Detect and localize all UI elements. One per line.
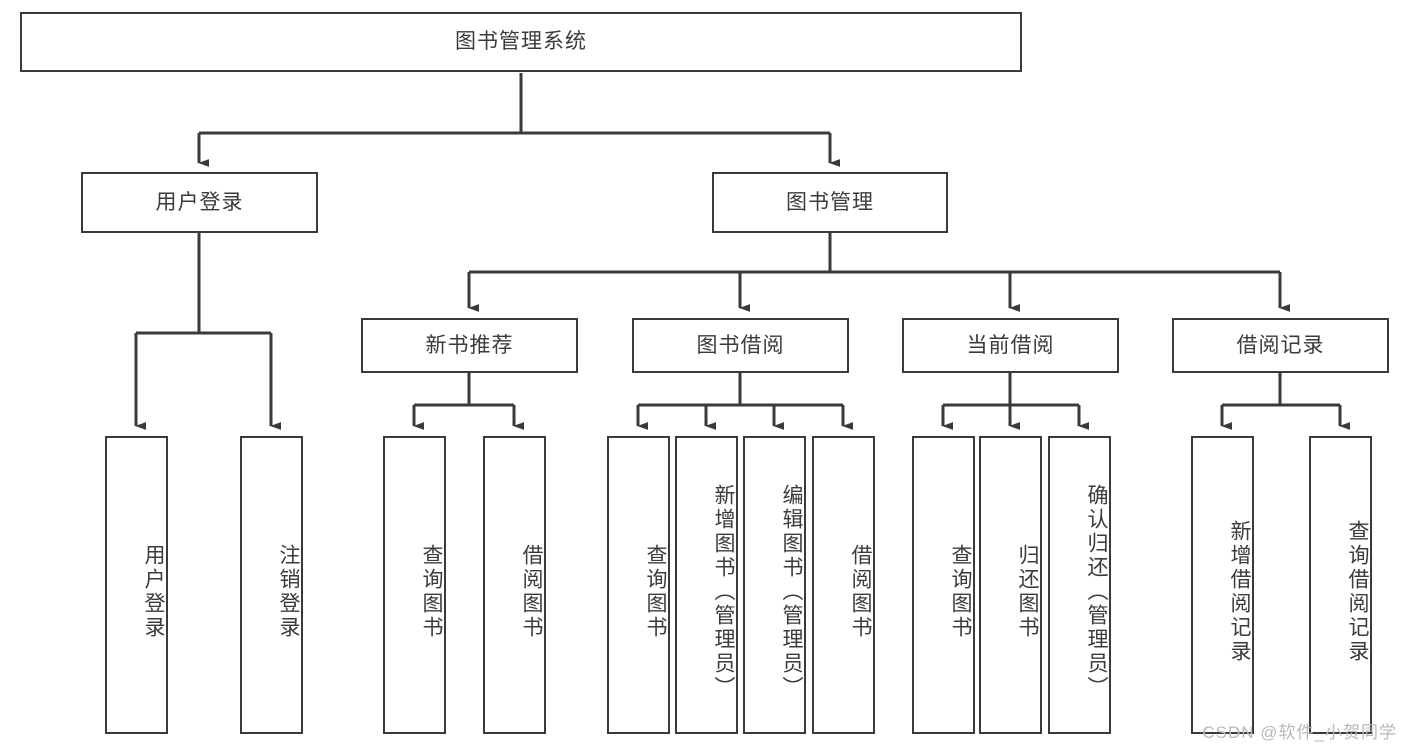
node-current-borrow[interactable]: 当前借阅 bbox=[902, 318, 1119, 373]
node-label: 查询图书 bbox=[949, 544, 972, 640]
node-label: 查询图书 bbox=[420, 544, 443, 640]
node-book-management[interactable]: 图书管理 bbox=[712, 172, 948, 233]
edges-current-to-leaves bbox=[941, 373, 1090, 430]
leaf-user-login[interactable]: 用户登录 bbox=[105, 436, 168, 734]
leaf-borrow-edit-book-admin[interactable]: 编辑图书（管理员） bbox=[743, 436, 806, 734]
node-label: 图书借阅 bbox=[696, 333, 785, 357]
node-label: 新增借阅记录 bbox=[1228, 520, 1251, 664]
node-label: 查询图书 bbox=[644, 544, 667, 640]
node-label: 借阅图书 bbox=[520, 544, 543, 640]
node-label: 当前借阅 bbox=[966, 333, 1055, 357]
leaf-newbook-borrow-book[interactable]: 借阅图书 bbox=[483, 436, 546, 734]
node-label: 查询借阅记录 bbox=[1346, 520, 1369, 664]
leaf-current-confirm-return-admin[interactable]: 确认归还（管理员） bbox=[1048, 436, 1111, 734]
node-label: 注销登录 bbox=[277, 544, 300, 640]
node-label: 用户登录 bbox=[142, 544, 165, 640]
node-label: 归还图书 bbox=[1016, 544, 1039, 640]
node-root-system[interactable]: 图书管理系统 bbox=[20, 12, 1022, 72]
node-label: 借阅记录 bbox=[1236, 333, 1325, 357]
leaf-borrow-query-book[interactable]: 查询图书 bbox=[607, 436, 670, 734]
edges-newbook-to-leaves bbox=[412, 373, 525, 430]
edges-userlogin-to-leaves bbox=[134, 233, 282, 430]
leaf-record-add-borrow-record[interactable]: 新增借阅记录 bbox=[1191, 436, 1254, 734]
leaf-newbook-query-book[interactable]: 查询图书 bbox=[383, 436, 446, 734]
node-label: 编辑图书（管理员） bbox=[780, 484, 803, 700]
node-label: 借阅图书 bbox=[849, 544, 872, 640]
leaf-record-query-borrow-record[interactable]: 查询借阅记录 bbox=[1309, 436, 1372, 734]
node-borrow-record[interactable]: 借阅记录 bbox=[1172, 318, 1389, 373]
node-user-login[interactable]: 用户登录 bbox=[81, 172, 318, 233]
leaf-borrow-borrow-book[interactable]: 借阅图书 bbox=[812, 436, 875, 734]
edges-record-to-leaves bbox=[1220, 373, 1351, 430]
node-new-book-recommend[interactable]: 新书推荐 bbox=[361, 318, 578, 373]
node-book-borrow[interactable]: 图书借阅 bbox=[632, 318, 849, 373]
node-label: 图书管理 bbox=[786, 190, 874, 214]
edges-bookmgmt-to-level2 bbox=[467, 233, 1291, 312]
leaf-logout-login[interactable]: 注销登录 bbox=[240, 436, 303, 734]
node-label: 新书推荐 bbox=[425, 333, 514, 357]
node-label: 用户登录 bbox=[155, 190, 244, 214]
edges-root-to-level1 bbox=[197, 73, 841, 167]
node-label: 新增图书（管理员） bbox=[712, 484, 735, 700]
node-label: 图书管理系统 bbox=[455, 30, 587, 54]
edges-borrow-to-leaves bbox=[636, 373, 854, 430]
csdn-watermark: CSDN @软件_小贺同学 bbox=[1202, 723, 1397, 742]
node-label: 确认归还（管理员） bbox=[1085, 484, 1108, 700]
leaf-current-return-book[interactable]: 归还图书 bbox=[979, 436, 1042, 734]
leaf-borrow-add-book-admin[interactable]: 新增图书（管理员） bbox=[675, 436, 738, 734]
leaf-current-query-book[interactable]: 查询图书 bbox=[912, 436, 975, 734]
